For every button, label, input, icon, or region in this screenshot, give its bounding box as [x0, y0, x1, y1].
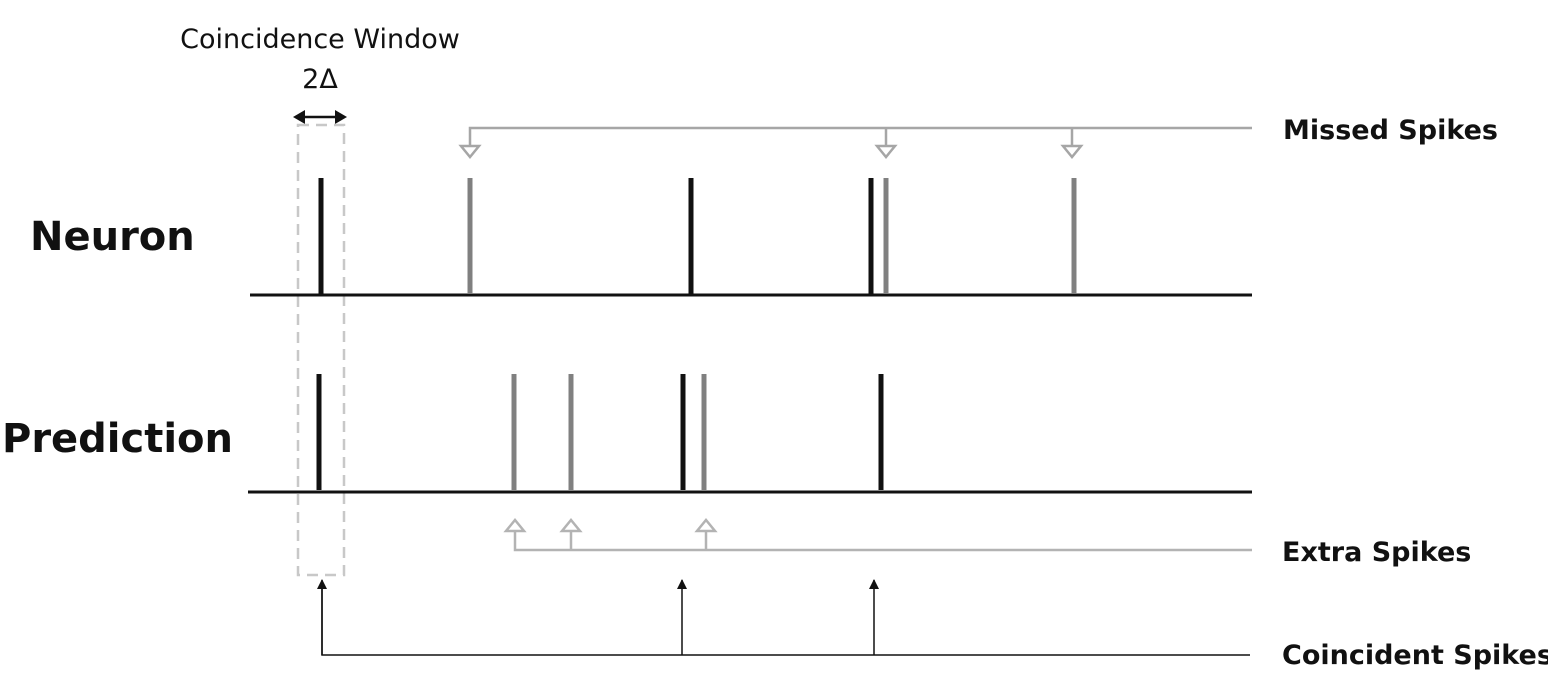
extra-spikes-connector: [503, 518, 1252, 552]
neuron-spike-train: [318, 178, 1077, 294]
hollow-arrow-down-icon: [1060, 144, 1084, 159]
missed-spikes-connector: [458, 126, 1252, 159]
prediction-spike-train: [316, 374, 884, 490]
coincident-spikes-connector: [317, 579, 1250, 656]
window-width-symbol: 2Δ: [302, 64, 338, 95]
missed-spikes-label: Missed Spikes: [1283, 115, 1498, 146]
hollow-arrow-up-icon: [694, 518, 718, 533]
prediction-label: Prediction: [2, 416, 233, 462]
hollow-arrow-down-icon: [874, 144, 898, 159]
extra-spikes-label: Extra Spikes: [1282, 537, 1471, 568]
coincident-spikes-label: Coincident Spikes: [1282, 640, 1548, 671]
hollow-arrow-down-icon: [458, 144, 482, 159]
coincidence-window-title: Coincidence Window: [180, 24, 460, 55]
hollow-arrow-up-icon: [503, 518, 527, 533]
coincidence-window-outline: [296, 123, 346, 577]
double-arrow-icon: [293, 110, 347, 124]
hollow-arrow-up-icon: [559, 518, 583, 533]
neuron-label: Neuron: [30, 214, 195, 260]
